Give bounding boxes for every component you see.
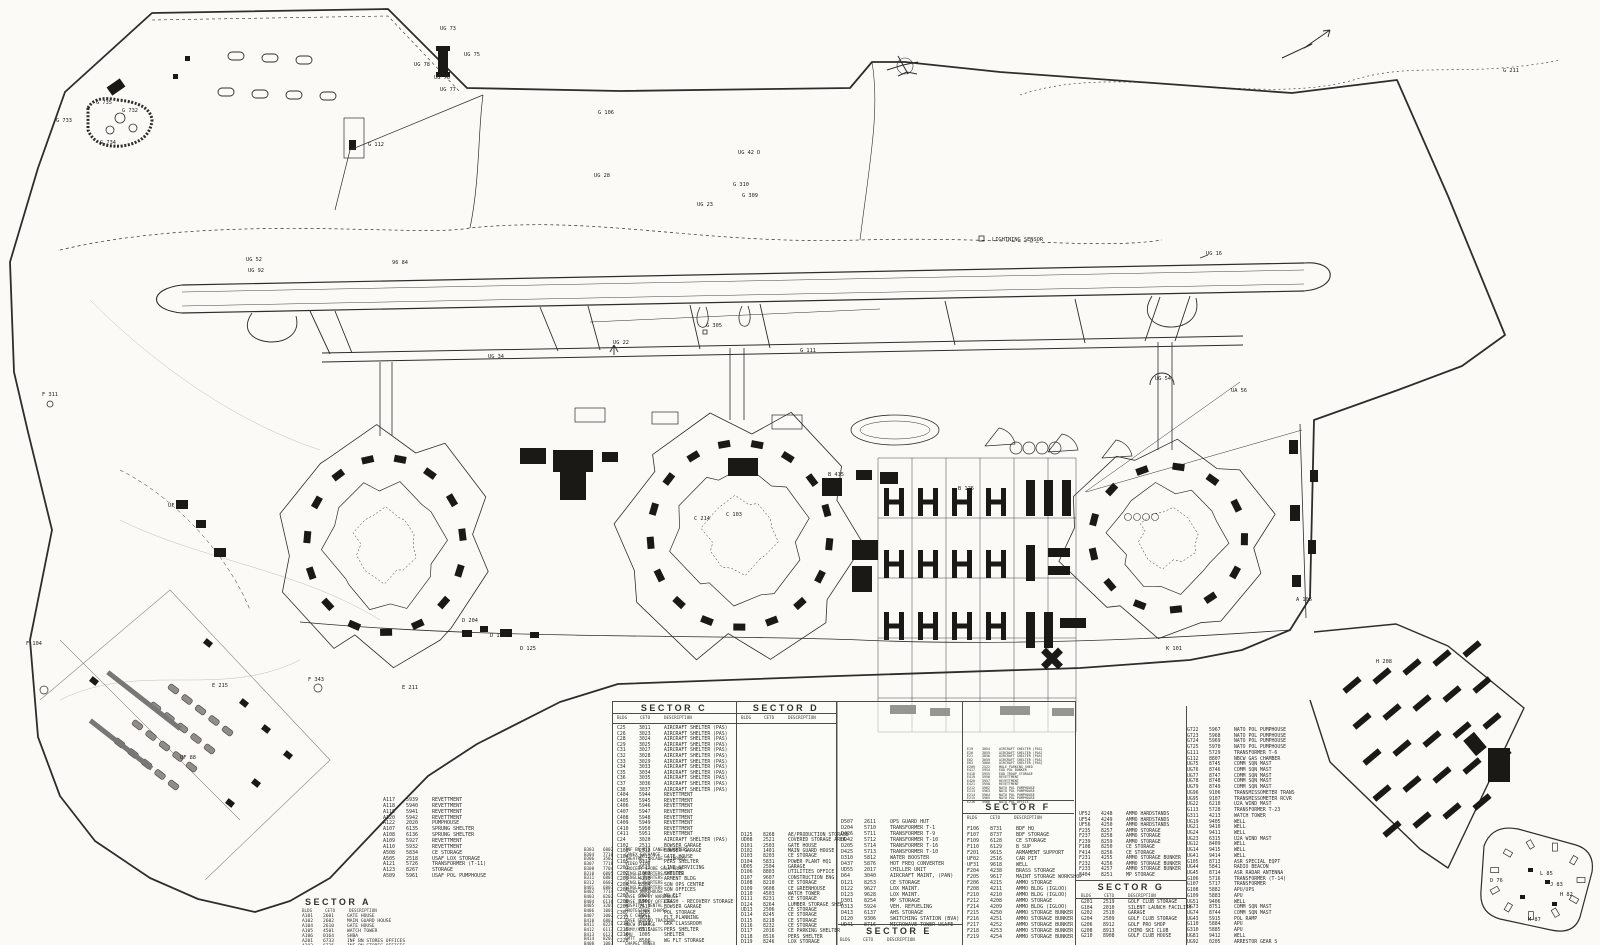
map-label: K 101 [1166,646,1182,652]
map-label: UG 16 [1206,251,1222,257]
map-label: G 309 [742,193,758,199]
map-label: B 415 [828,472,844,478]
map-label: UG 73 [440,26,456,32]
map-label: J 83 [1550,882,1563,888]
map-label: UG 52 [246,257,262,263]
map-label: D 76 [1490,878,1503,884]
map-label: M 87 [1528,917,1541,923]
map-label: B 125 [958,486,974,492]
map-label: UG 92 [248,268,264,274]
map-label: UG 34 [488,354,504,360]
map-label: UG 22 [613,340,629,346]
map-label: G 732 [122,108,138,114]
map-label: G 310 [733,182,749,188]
map-label: G 112 [368,142,384,148]
map-label: D 122 [490,633,506,639]
map-label: UG 54 [1155,376,1171,382]
map-label: C 214 [694,516,710,522]
map-labels: G 735 G 732 G 733 G 734 G 112 UG 28 UG 23 G 310… [26,26,1573,923]
map-label: G 305 [706,323,722,329]
map-label: G 211 [1503,68,1519,74]
map-label: E 211 [402,685,418,691]
map-label: F 104 [26,641,42,647]
map-label: H 208 [1376,659,1392,665]
map-label: G 733 [56,118,72,124]
map-label: UG 23 [697,202,713,208]
map-label: LIGHTNING SENSOR [992,237,1044,243]
map-label: UG 78 [414,62,430,68]
map-label: UF 23 [168,503,184,509]
map-label: F 343 [308,677,324,683]
map-label: E 215 [212,683,228,689]
map-label: UG 77 [440,87,456,93]
map-label: A 106 [1296,597,1312,603]
map-label: 96 84 [392,260,408,266]
map-label: L 85 [1540,871,1553,877]
map-label: UG 42 D [738,150,760,156]
map-label: UG 75 [464,52,480,58]
map-label: G 111 [800,348,816,354]
map-label: D 204 [462,618,478,624]
map-label: G 735 [96,100,112,106]
map-label: H 82 [1560,892,1573,898]
map-label: F 311 [42,392,58,398]
map-label: UF 88 [180,755,196,761]
map-label: UG 76 [434,75,450,81]
map-label: G 106 [598,110,614,116]
map-label: C 103 [726,512,742,518]
map-label: UA 56 [1231,388,1247,394]
map-label: D 125 [520,646,536,652]
map-label: G 734 [100,140,116,146]
map-label: UG 28 [594,173,610,179]
